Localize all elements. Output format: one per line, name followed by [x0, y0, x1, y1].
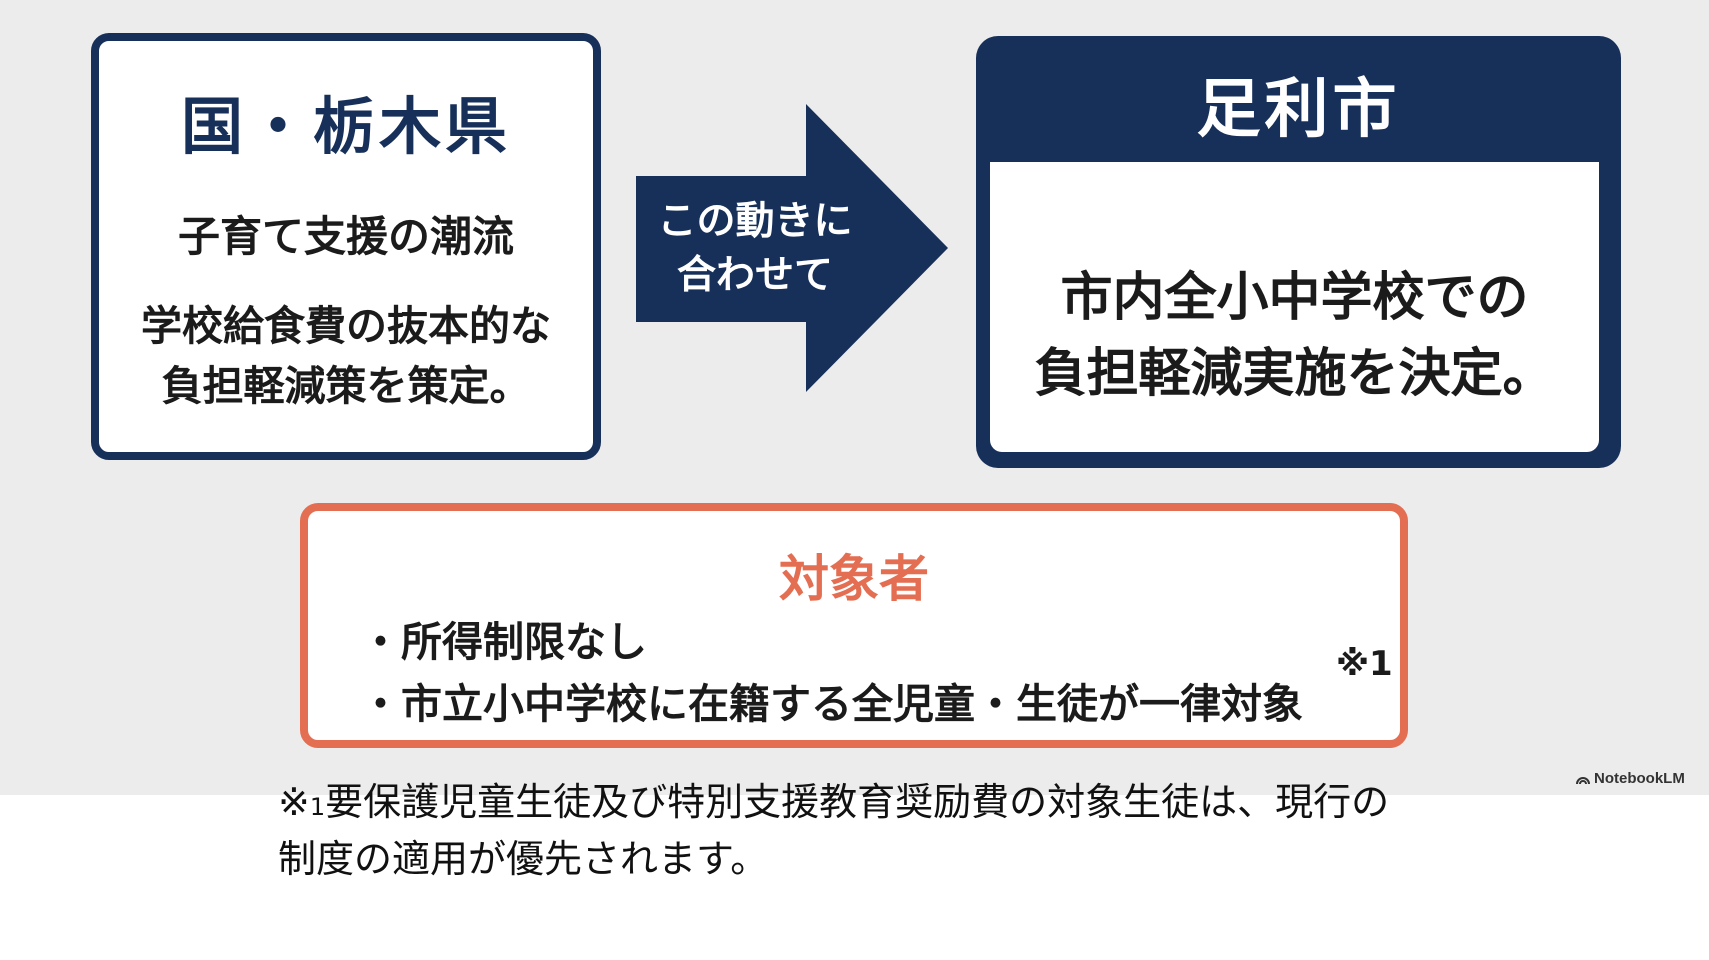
footnote-line-2: 制度の適用が優先されます。: [278, 837, 769, 881]
footnote-mark: ※: [278, 780, 310, 824]
ashikaga-city-title: 足利市: [1196, 73, 1401, 147]
eligibility-box: 対象者 ・所得制限なし ・市立小中学校に在籍する全児童・生徒が一律対象 ※1: [300, 503, 1408, 748]
national-policy-text: 学校給食費の抜本的な 負担軽減策を策定。: [99, 296, 593, 416]
list-item: ・市立小中学校に在籍する全児童・生徒が一律対象: [360, 680, 1303, 728]
city-decision-line-2: 負担軽減実施を決定。: [1034, 344, 1555, 404]
city-decision-text: 市内全小中学校での 負担軽減実施を決定。: [990, 260, 1599, 412]
arrow-label: この動きに 合わせて: [645, 195, 865, 303]
national-prefecture-title: 国・栃木県: [180, 90, 511, 163]
footnote-mark-number: 1: [309, 793, 326, 821]
city-decision-line-1: 市内全小中学校での: [1060, 268, 1529, 328]
footnote-text-1: 要保護児童生徒及び特別支援教育奨励費の対象生徒は、現行の: [325, 780, 1390, 824]
arrow-shape: [636, 104, 948, 392]
footnote-reference-mark: ※1: [1336, 644, 1393, 684]
eligibility-list: ・所得制限なし ・市立小中学校に在籍する全児童・生徒が一律対象: [360, 611, 1303, 735]
slide-canvas: 国・栃木県 子育て支援の潮流 学校給食費の抜本的な 負担軽減策を策定。 この動き…: [0, 0, 1709, 795]
notebooklm-label: NotebookLM: [1594, 770, 1685, 787]
ashikaga-city-box: 足利市 市内全小中学校での 負担軽減実施を決定。: [976, 36, 1621, 468]
childcare-trend-subtitle: 子育て支援の潮流: [177, 212, 514, 261]
national-prefecture-box: 国・栃木県 子育て支援の潮流 学校給食費の抜本的な 負担軽減策を策定。: [91, 33, 601, 460]
notebooklm-branding: NotebookLM: [1576, 770, 1685, 787]
list-item: ・所得制限なし: [360, 618, 647, 666]
eligibility-title: 対象者: [779, 550, 929, 608]
footnote-line-1: ※1要保護児童生徒及び特別支援教育奨励費の対象生徒は、現行の: [278, 776, 1578, 833]
ashikaga-city-content: 市内全小中学校での 負担軽減実施を決定。: [990, 162, 1599, 452]
arrow-label-line-2: 合わせて: [676, 253, 833, 298]
notebooklm-logo-icon: [1576, 776, 1590, 784]
national-policy-line-2: 負担軽減策を策定。: [161, 362, 531, 410]
footnote: ※1要保護児童生徒及び特別支援教育奨励費の対象生徒は、現行の 制度の適用が優先さ…: [278, 776, 1578, 885]
national-policy-line-1: 学校給食費の抜本的な: [141, 302, 551, 350]
right-arrow-icon: [636, 104, 948, 392]
arrow-label-line-1: この動きに: [657, 199, 853, 244]
